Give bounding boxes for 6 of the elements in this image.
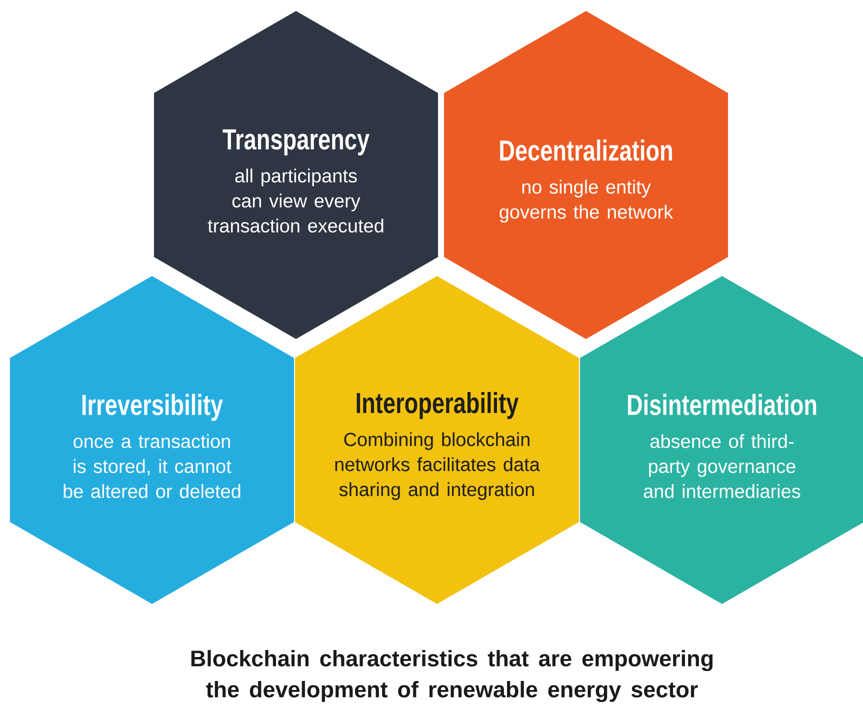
hexagon: Decentralization no single entity governs the network	[444, 11, 728, 339]
caption: Blockchain characteristics that are empowering the development of renewable energy sector	[191, 650, 713, 702]
hexagon: Disintermediation absence of third-party governance and intermediaries	[580, 276, 863, 604]
hexagon: Irreversibility once a transaction is stored, it cannot be altered or deleted	[10, 276, 294, 604]
hexagon: Transparency all participants can view every transaction executed	[154, 11, 438, 339]
hexagon: Interoperability Combining blockchain networks facilitates data sharing and integration	[294, 276, 580, 604]
